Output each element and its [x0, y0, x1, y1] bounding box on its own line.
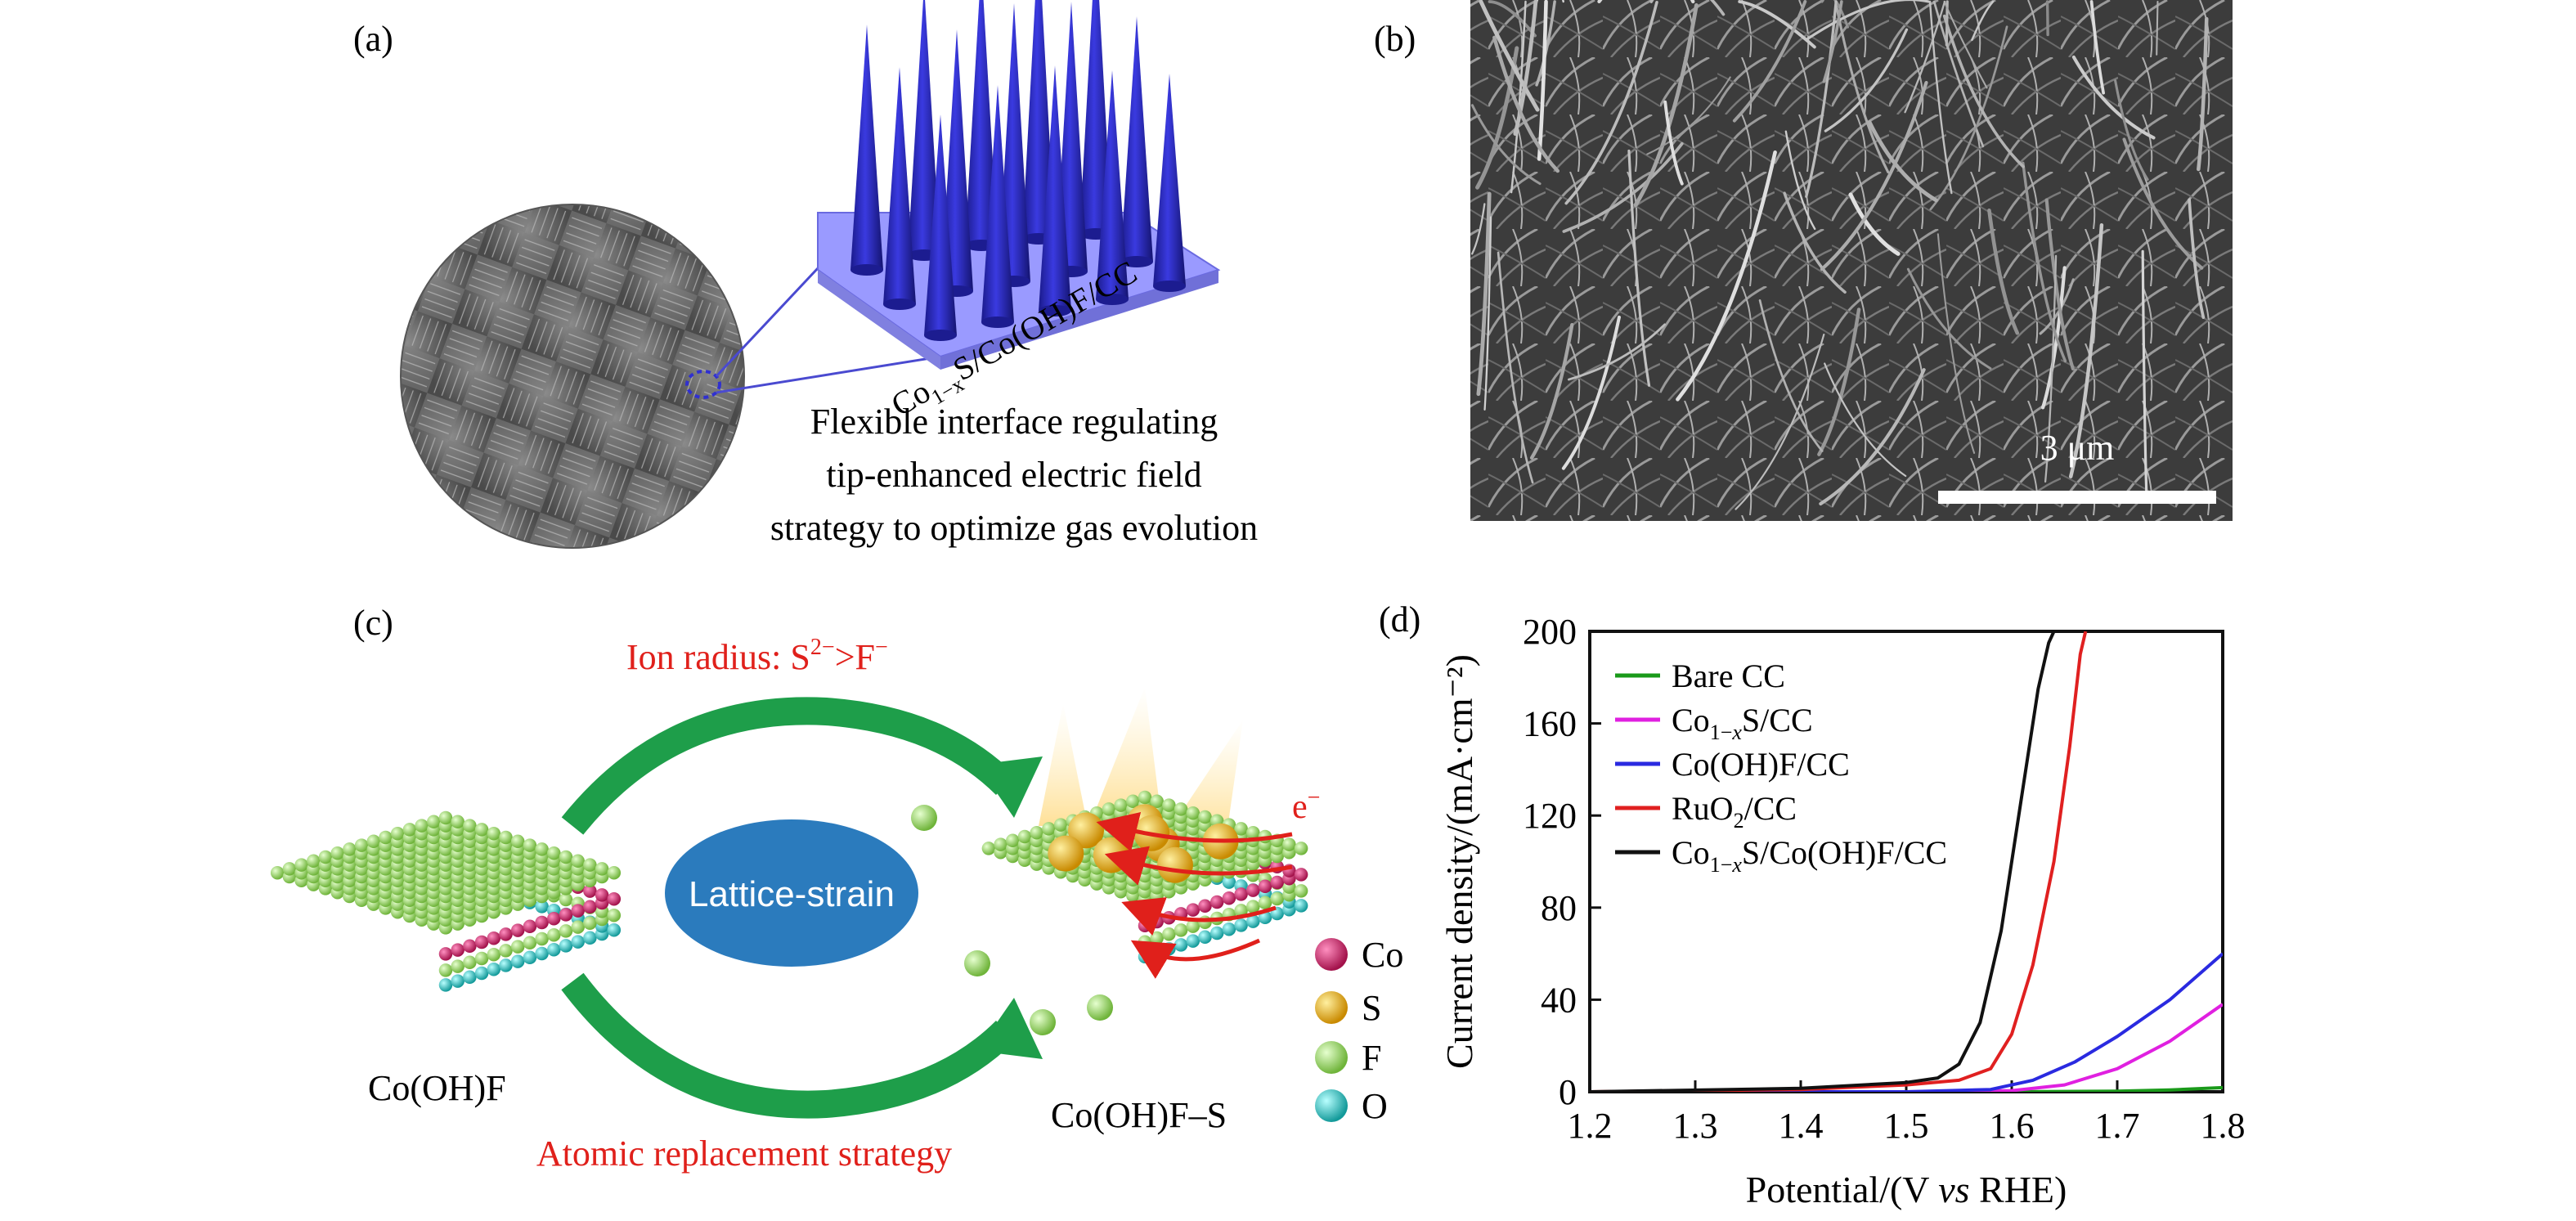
- bottom-curved-arrow: [561, 972, 1016, 1119]
- nanocone: [1153, 74, 1186, 286]
- panel-b: (b) 3 μm: [1374, 0, 2233, 521]
- x-tick-label: 1.4: [1779, 1106, 1824, 1146]
- nanocone: [908, 0, 940, 255]
- left-structure-label: Co(OH)F: [368, 1068, 506, 1108]
- caption-line-3: strategy to optimize gas evolution: [770, 508, 1258, 548]
- x-tick-label: 1.7: [2095, 1106, 2140, 1146]
- x-tick-label: 1.8: [2201, 1106, 2246, 1146]
- legend-s-dot: [1315, 991, 1348, 1024]
- legend-o-label: O: [1362, 1086, 1388, 1126]
- panel-b-label: (b): [1374, 19, 1416, 59]
- x-tick-label: 1.3: [1673, 1106, 1718, 1146]
- panel-c-label: (c): [353, 603, 393, 643]
- scale-bar-label: 3 μm: [2040, 428, 2115, 468]
- nanocone: [1120, 16, 1153, 262]
- legend-entry-2: Co(OH)F/CC: [1672, 746, 1850, 783]
- y-tick-label: 120: [1523, 796, 1577, 836]
- panel-c: (c) Ion radius: S2−>F− Co(OH)F Lattice-s…: [270, 603, 1403, 1174]
- nanocone: [1096, 70, 1129, 299]
- nanocone-array-illustration: [817, 0, 1221, 370]
- atom-legend: Co S F O: [1315, 935, 1403, 1126]
- panel-d-label: (d): [1379, 599, 1420, 640]
- sulfur-atom: [1048, 835, 1084, 872]
- legend-entry-1: Co1−xS/CC: [1672, 702, 1813, 744]
- nanocone: [1039, 65, 1071, 311]
- y-tick-label: 40: [1541, 980, 1577, 1020]
- legend-f-dot: [1315, 1041, 1348, 1074]
- caption-line-1: Flexible interface regulating: [810, 402, 1218, 442]
- sulfur-atom: [1157, 846, 1193, 883]
- legend-f-label: F: [1362, 1038, 1381, 1078]
- series-line-2: [1590, 952, 2223, 1092]
- legend-s-label: S: [1362, 988, 1381, 1028]
- nanocone: [965, 0, 998, 245]
- series-line-0: [1590, 1085, 2223, 1092]
- x-axis-label: Potential/(V vs RHE): [1746, 1169, 2067, 1210]
- series-line-4: [1590, 631, 2056, 1092]
- right-structure-label: Co(OH)F–S: [1051, 1095, 1227, 1135]
- top-curved-arrow: [561, 697, 1016, 835]
- caption-line-2: tip-enhanced electric field: [826, 455, 1201, 495]
- lattice-strain-ellipse: [665, 819, 918, 967]
- atomic-replacement-label: Atomic replacement strategy: [536, 1133, 952, 1174]
- sem-micrograph: [1470, 0, 2233, 521]
- co-oh-f-s-slab: [911, 687, 1308, 1035]
- panel-a: (a) Co1−xS/Co(OH)F/CC Flexible interface…: [353, 0, 1258, 549]
- x-tick-label: 1.6: [1990, 1106, 2035, 1146]
- nanocone: [850, 25, 883, 270]
- nanocone: [1079, 0, 1112, 234]
- x-tick-label: 1.2: [1568, 1106, 1613, 1146]
- y-tick-label: 200: [1523, 612, 1577, 652]
- nanocone: [981, 85, 1014, 322]
- y-tick-label: 160: [1523, 704, 1577, 744]
- legend-co-dot: [1315, 938, 1348, 971]
- series-line-1: [1590, 1003, 2223, 1092]
- lsv-chart: 1.2 1.3 1.4 1.5 1.6 1.7 1.8 0 40 80 120 160 200Poten…: [1438, 612, 2246, 1210]
- nanocone: [883, 67, 916, 304]
- nanocone: [924, 114, 957, 335]
- series-line-3: [1590, 631, 2088, 1092]
- y-tick-label: 80: [1541, 888, 1577, 928]
- panel-a-label: (a): [353, 19, 393, 59]
- scale-bar: [1938, 491, 2216, 504]
- nanocone: [1022, 0, 1055, 239]
- y-tick-label: 0: [1559, 1072, 1577, 1112]
- x-tick-label: 1.5: [1884, 1106, 1929, 1146]
- carbon-cloth-image: [401, 204, 744, 548]
- legend-o-dot: [1315, 1089, 1348, 1122]
- zoom-region-marker: [685, 370, 721, 399]
- ion-radius-label: Ion radius: S2−>F−: [626, 635, 888, 677]
- co-oh-f-slab: [270, 810, 622, 992]
- panel-d: (d) 1.2 1.3 1.4 1.5 1.6 1.7 1.8 0 40 80 120 160 200P…: [1379, 599, 2246, 1210]
- electron-label: e−: [1292, 785, 1320, 826]
- sem-nanowires: [1470, 0, 2209, 510]
- y-axis-label: Current density/(mA·cm⁻²): [1438, 654, 1480, 1069]
- legend-entry-4: Co1−xS/Co(OH)F/CC: [1672, 834, 1947, 877]
- sulfur-atom: [1093, 837, 1129, 873]
- lattice-strain-label: Lattice-strain: [689, 874, 895, 914]
- legend-co-label: Co: [1362, 935, 1403, 975]
- legend-entry-3: RuO2/CC: [1672, 790, 1797, 833]
- legend-entry-0: Bare CC: [1672, 658, 1785, 694]
